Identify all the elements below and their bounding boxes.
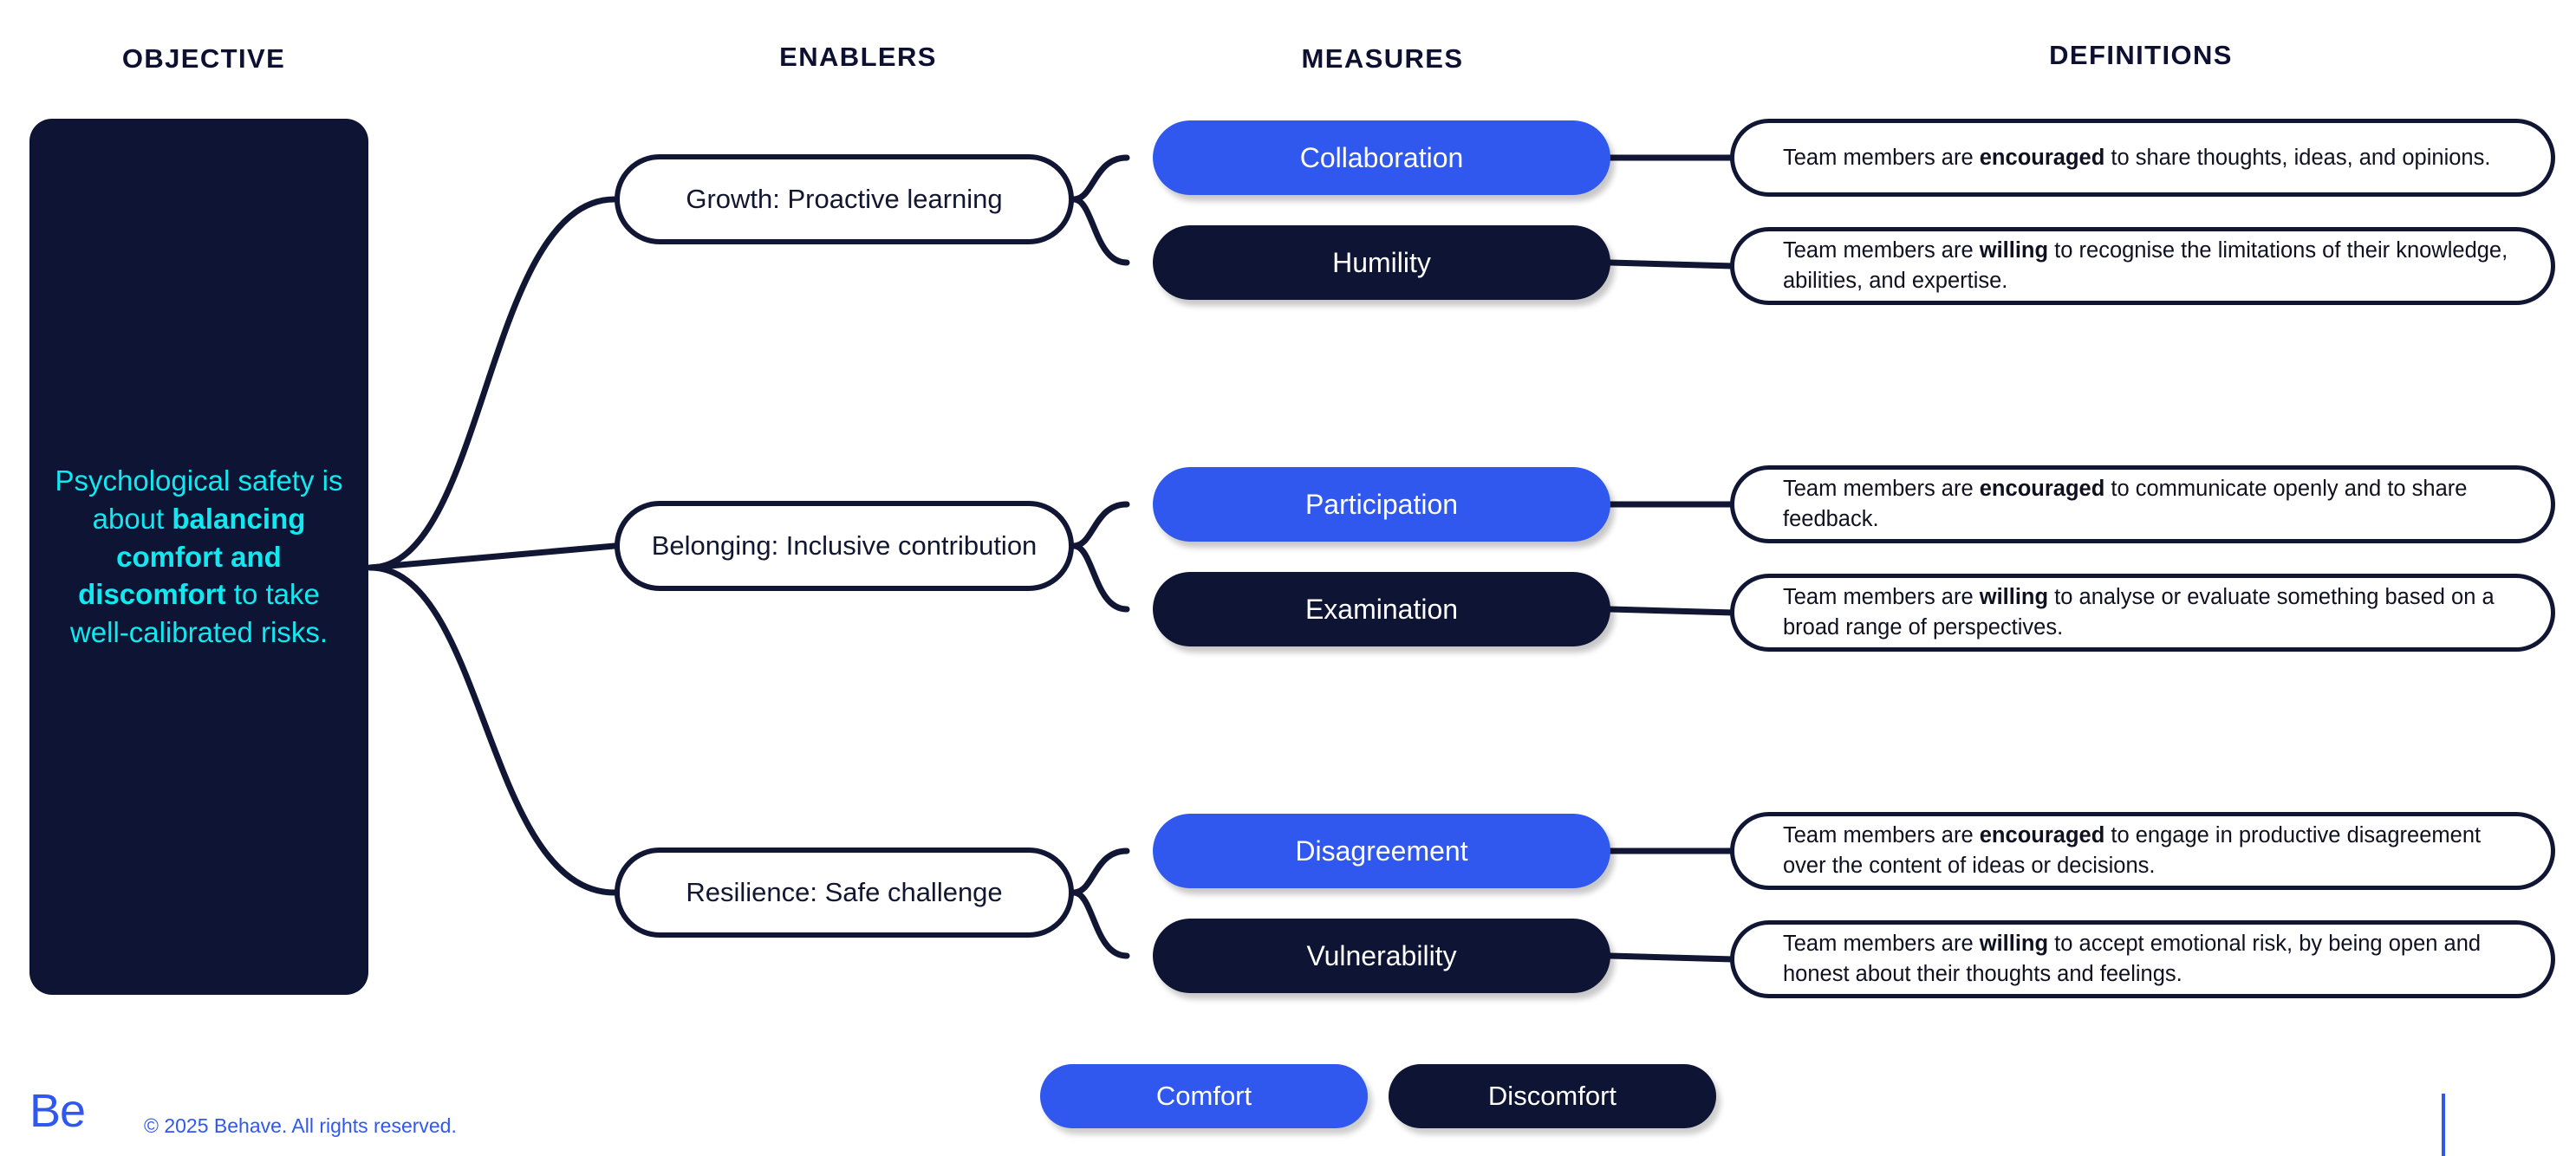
definition-emphasis: willing — [1979, 238, 2049, 263]
measure-label: Humility — [1332, 246, 1431, 278]
objective-text-before: Psychological safety is about — [55, 464, 343, 535]
legend-label: Discomfort — [1487, 1081, 1617, 1111]
enabler-label: Growth: Proactive learning — [686, 184, 1003, 215]
definition-text: Team members are willing to recognise th… — [1783, 236, 2521, 296]
connector-enabler-2-to-measure-5 — [1070, 889, 1130, 959]
connector-objective-to-enabler-2 — [367, 564, 618, 896]
objective-text-after: to take well-calibrated risks. — [69, 578, 329, 649]
definition-card-participation: Team members are encouraged to communica… — [1730, 465, 2555, 543]
measure-label: Collaboration — [1299, 141, 1464, 173]
measure-pill-examination[interactable]: Examination — [1153, 572, 1610, 646]
definition-prefix: Team members are — [1783, 585, 1980, 610]
definition-prefix: Team members are — [1783, 145, 1980, 170]
definition-text: Team members are willing to accept emoti… — [1783, 929, 2521, 990]
enabler-card-resilience[interactable]: Resilience: Safe challenge — [615, 848, 1074, 938]
definition-card-collaboration: Team members are encouraged to share tho… — [1730, 119, 2555, 197]
definition-card-disagreement: Team members are encouraged to engage in… — [1730, 812, 2555, 890]
connector-measure-5-to-definition-5 — [1607, 952, 1737, 963]
definition-suffix: to engage in productive disagreement ove… — [1783, 823, 2482, 878]
definition-text: Team members are willing to analyse or e… — [1783, 582, 2521, 643]
definition-prefix: Team members are — [1783, 477, 1980, 502]
connector-objective-to-enabler-1 — [367, 542, 618, 571]
connector-enabler-1-to-measure-3 — [1070, 542, 1130, 613]
definition-card-humility: Team members are willing to recognise th… — [1730, 227, 2555, 305]
measure-pill-vulnerability[interactable]: Vulnerability — [1153, 919, 1610, 993]
measure-label: Vulnerability — [1306, 939, 1457, 971]
enabler-card-growth[interactable]: Growth: Proactive learning — [615, 154, 1074, 244]
objective-card: Psychological safety is about balancing … — [29, 119, 368, 995]
copyright-text: © 2025 Behave. All rights reserved. — [144, 1114, 457, 1137]
column-header-enablers: ENABLERS — [779, 42, 937, 72]
column-header-definitions: DEFINITIONS — [2049, 40, 2233, 70]
definition-suffix: to recognise the limitations of their kn… — [1783, 238, 2508, 293]
definition-text: Team members are encouraged to share tho… — [1783, 143, 2490, 173]
definition-emphasis: encouraged — [1979, 477, 2105, 502]
definition-emphasis: encouraged — [1979, 823, 2105, 848]
footer-divider — [2442, 1094, 2445, 1156]
column-header-measures: MEASURES — [1301, 43, 1464, 74]
definition-suffix: to communicate openly and to share feedb… — [1783, 477, 2468, 531]
definition-suffix: to share thoughts, ideas, and opinions. — [2104, 145, 2491, 170]
measure-pill-participation[interactable]: Participation — [1153, 467, 1610, 542]
connector-enabler-1-to-measure-2 — [1070, 501, 1130, 549]
definition-emphasis: willing — [1979, 932, 2049, 957]
measure-pill-disagreement[interactable]: Disagreement — [1153, 814, 1610, 888]
measure-pill-humility[interactable]: Humility — [1153, 225, 1610, 300]
measure-label: Disagreement — [1295, 835, 1468, 867]
definition-text: Team members are encouraged to communica… — [1783, 474, 2521, 535]
connector-enabler-2-to-measure-4 — [1070, 848, 1130, 896]
definition-text: Team members are encouraged to engage in… — [1783, 821, 2521, 881]
definition-suffix: to accept emotional risk, by being open … — [1783, 932, 2482, 986]
enabler-label: Resilience: Safe challenge — [686, 877, 1003, 908]
measure-pill-collaboration[interactable]: Collaboration — [1153, 120, 1610, 195]
definition-card-examination: Team members are willing to analyse or e… — [1730, 574, 2555, 652]
legend-pill-discomfort[interactable]: Discomfort — [1389, 1064, 1716, 1128]
definition-prefix: Team members are — [1783, 932, 1980, 957]
enabler-label: Belonging: Inclusive contribution — [651, 530, 1038, 562]
column-header-objective: OBJECTIVE — [121, 43, 286, 74]
connector-measure-1-to-definition-1 — [1607, 259, 1737, 270]
legend-pill-comfort[interactable]: Comfort — [1040, 1064, 1368, 1128]
definition-prefix: Team members are — [1783, 238, 1980, 263]
objective-text-emphasis: balancing comfort and discomfort — [78, 502, 306, 611]
connector-enabler-0-to-measure-1 — [1070, 196, 1130, 266]
definition-suffix: to analyse or evaluate something based o… — [1783, 585, 2495, 640]
objective-statement: Psychological safety is about balancing … — [29, 462, 368, 652]
definition-card-vulnerability: Team members are willing to accept emoti… — [1730, 920, 2555, 998]
connector-measure-3-to-definition-3 — [1607, 606, 1737, 616]
definition-emphasis: encouraged — [1979, 145, 2105, 170]
enabler-card-belonging[interactable]: Belonging: Inclusive contribution — [615, 501, 1074, 591]
definition-emphasis: willing — [1979, 585, 2049, 610]
connector-enabler-0-to-measure-0 — [1070, 154, 1130, 203]
legend-label: Comfort — [1155, 1081, 1252, 1111]
connector-objective-to-enabler-0 — [367, 196, 618, 571]
brand-logo: Be — [29, 1085, 86, 1137]
measure-label: Participation — [1304, 488, 1459, 520]
definition-prefix: Team members are — [1783, 823, 1980, 848]
measure-label: Examination — [1304, 593, 1459, 625]
